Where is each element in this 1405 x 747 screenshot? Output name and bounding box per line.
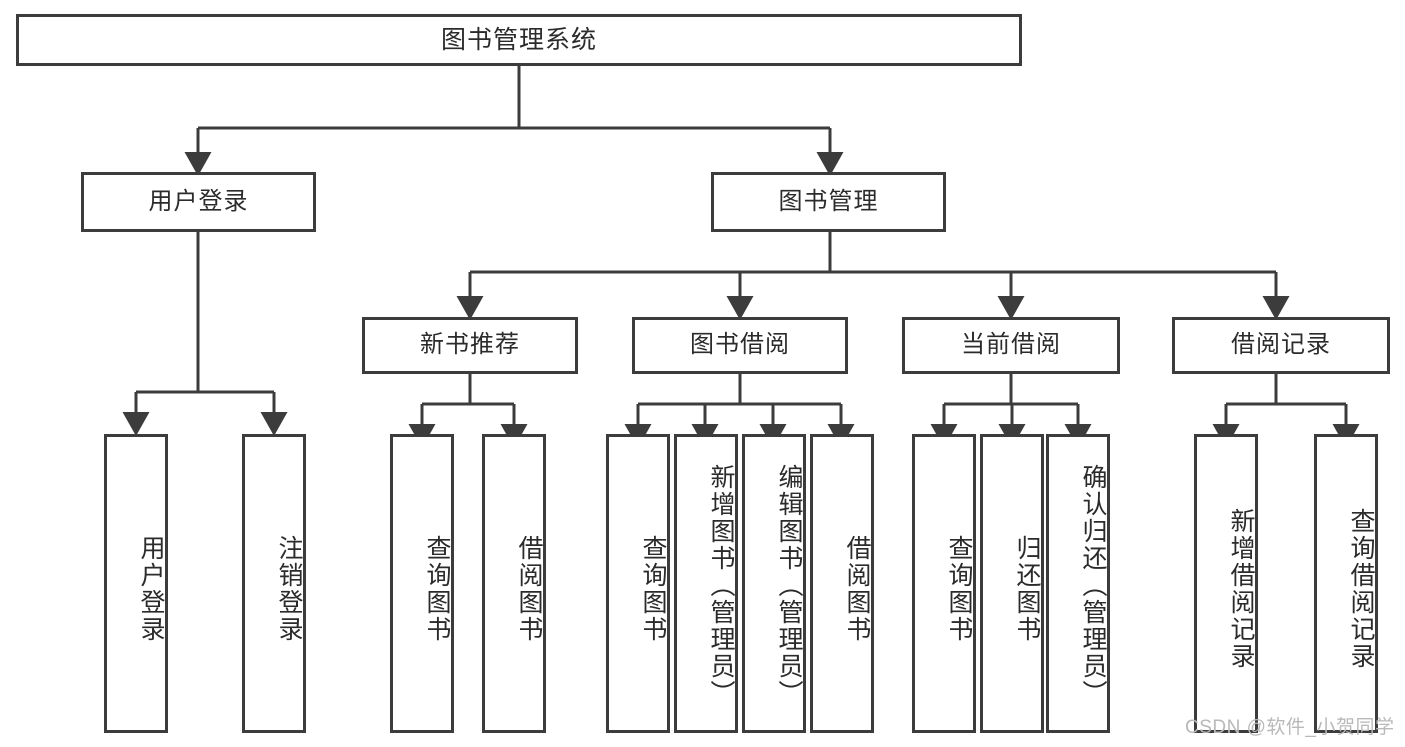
leaf-new-book-borrow-book[interactable]: 借阅图书: [482, 434, 546, 733]
csdn-watermark: CSDN @软件_小贺同学: [1185, 717, 1395, 738]
leaf-book-borrow-query-book[interactable]: 查询图书: [606, 434, 670, 733]
leaf-book-borrow-add-book-admin[interactable]: 新增图书（管理员）: [674, 434, 738, 733]
leaf-borrow-record-query-record[interactable]: 查询借阅记录: [1314, 434, 1378, 733]
leaf-user-login-login[interactable]: 用户登录: [104, 434, 168, 733]
leaf-new-book-query-book[interactable]: 查询图书: [390, 434, 454, 733]
leaf-current-borrow-query-book[interactable]: 查询图书: [912, 434, 976, 733]
node-borrow-record[interactable]: 借阅记录: [1172, 317, 1390, 374]
node-root-book-management-system[interactable]: 图书管理系统: [16, 14, 1022, 66]
node-book-management[interactable]: 图书管理: [711, 172, 946, 232]
node-user-login[interactable]: 用户登录: [81, 172, 316, 232]
leaf-current-borrow-return-book[interactable]: 归还图书: [980, 434, 1044, 733]
leaf-current-borrow-confirm-return-admin[interactable]: 确认归还（管理员）: [1046, 434, 1110, 733]
leaf-user-login-logout[interactable]: 注销登录: [242, 434, 306, 733]
leaf-borrow-record-add-record[interactable]: 新增借阅记录: [1194, 434, 1258, 733]
node-book-borrow[interactable]: 图书借阅: [632, 317, 848, 374]
node-current-borrow[interactable]: 当前借阅: [902, 317, 1120, 374]
leaf-book-borrow-edit-book-admin[interactable]: 编辑图书（管理员）: [742, 434, 806, 733]
node-new-book-recommend[interactable]: 新书推荐: [362, 317, 578, 374]
leaf-book-borrow-borrow-book[interactable]: 借阅图书: [810, 434, 874, 733]
